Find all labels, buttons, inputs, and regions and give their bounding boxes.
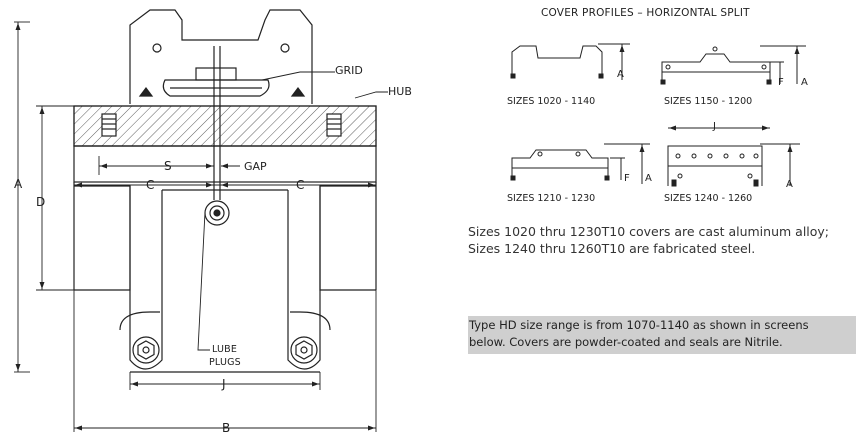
dimension-lines [14, 21, 388, 432]
type-hd-note-line-2: below. Covers are powder-coated and seal… [469, 335, 783, 349]
plugs-label: PLUGS [209, 357, 241, 368]
dimension-b-label: B [222, 421, 231, 435]
type-hd-note-box: Type HD size range is from 1070-1140 as … [468, 316, 856, 354]
dimension-a-label: A [14, 177, 23, 191]
dimension-c-right-label: C [296, 178, 305, 192]
profile-2-dim-a: A [801, 77, 808, 88]
grid-label: GRID [335, 64, 363, 77]
material-note-line-1: Sizes 1020 thru 1230T10 covers are cast … [468, 224, 830, 239]
dimension-j-label: J [222, 377, 226, 391]
cover-profile-sketches [510, 43, 806, 187]
coupling-outline [73, 9, 377, 373]
profile-caption-2: SIZES 1150 - 1200 [664, 96, 753, 107]
material-note: Sizes 1020 thru 1230T10 covers are cast … [468, 223, 829, 257]
material-note-line-2: Sizes 1240 thru 1260T10 are fabricated s… [468, 241, 756, 256]
hub-label: HUB [388, 85, 412, 98]
profile-1-dim-a: A [617, 69, 624, 80]
profile-caption-1: SIZES 1020 - 1140 [507, 96, 596, 107]
dimension-c-left-label: C [146, 178, 155, 192]
profile-4-dim-j: J [713, 121, 716, 132]
gap-label: GAP [244, 160, 267, 173]
profile-caption-4: SIZES 1240 - 1260 [664, 193, 753, 204]
lube-label: LUBE [212, 344, 238, 355]
cover-profiles-heading: COVER PROFILES – HORIZONTAL SPLIT [541, 7, 750, 19]
profile-4-dim-a: A [786, 179, 793, 190]
profile-3-dim-a: A [645, 173, 652, 184]
profile-caption-3: SIZES 1210 - 1230 [507, 193, 596, 204]
dimension-s-label: S [164, 159, 172, 173]
type-hd-note-line-1: Type HD size range is from 1070-1140 as … [469, 318, 809, 332]
profile-2-dim-f: F [778, 77, 784, 88]
profile-3-dim-f: F [624, 173, 630, 184]
dimension-d-label: D [36, 195, 46, 209]
